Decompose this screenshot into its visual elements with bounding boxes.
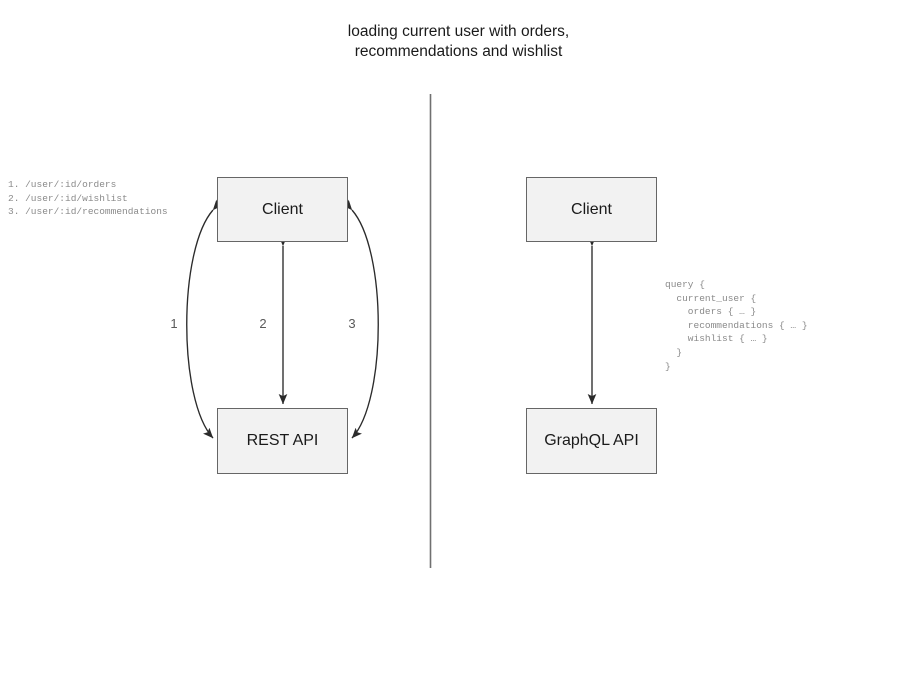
rest-endpoints-list: 1. /user/:id/orders 2. /user/:id/wishlis… <box>8 179 168 218</box>
page-title: loading current user with orders, recomm… <box>347 23 570 60</box>
node-rest-api[interactable]: REST API <box>217 408 348 474</box>
node-graphql-api-label: GraphQL API <box>544 432 639 449</box>
edge-1-path <box>186 199 223 439</box>
node-rest-api-label: REST API <box>246 432 319 449</box>
node-graphql-api[interactable]: GraphQL API <box>526 408 657 474</box>
node-client-graphql-label: Client <box>571 200 612 218</box>
graphql-query-snippet: query { current_user { orders { … } reco… <box>665 279 808 372</box>
edge-label-2: 2 <box>259 316 267 331</box>
node-client-rest[interactable]: Client <box>217 177 348 242</box>
edge-label-3: 3 <box>348 316 356 331</box>
node-client-graphql[interactable]: Client <box>526 177 657 242</box>
node-client-rest-label: Client <box>262 200 303 218</box>
edge-label-1: 1 <box>170 316 178 331</box>
